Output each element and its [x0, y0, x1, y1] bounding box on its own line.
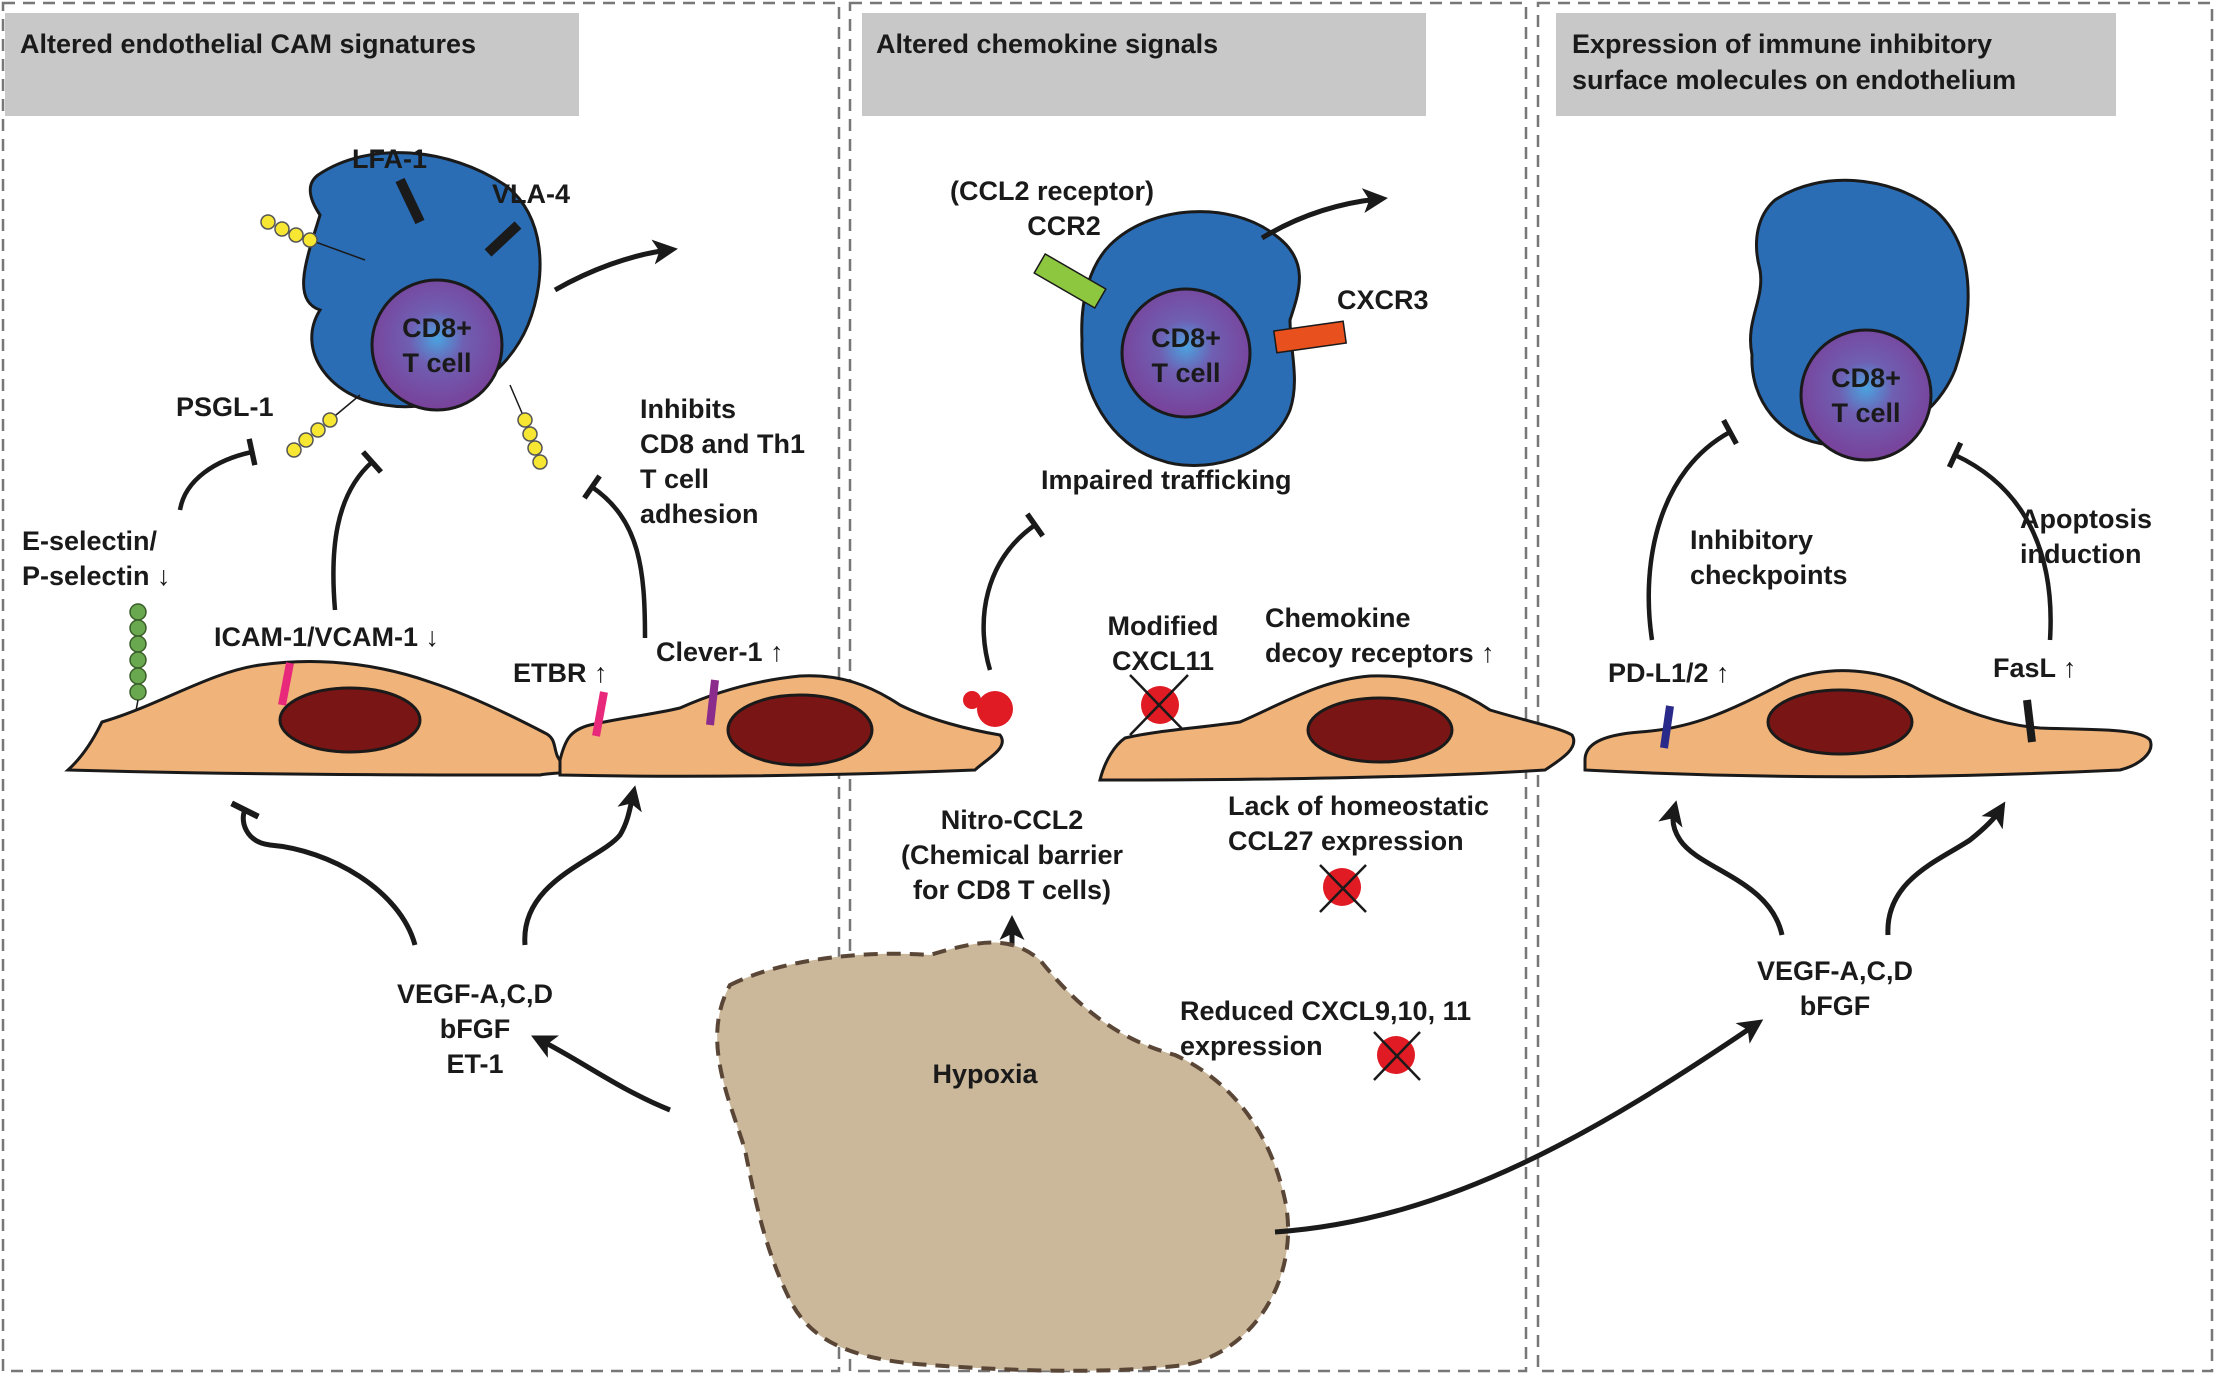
apoptosis-inhibition-tbar-icon [1946, 441, 2053, 641]
panel-3-header-bg [1556, 13, 2116, 116]
panel-3-frame [1536, 1, 2214, 1373]
psgl1-hexagon-chain-icon [260, 214, 318, 248]
psgl1-label: PSGL-1 [176, 392, 274, 422]
selectin-inhibition-tbar-icon [177, 438, 258, 511]
fasl-marker [2023, 699, 2036, 743]
panel-2-header-bg [862, 13, 1426, 116]
nitro-line-1: Nitro-CCL2 [941, 805, 1084, 835]
crossed-ccl27-icon [1319, 864, 1367, 913]
inhibits-line-3: T cell [640, 464, 709, 494]
cxcr3-receptor [1272, 320, 1348, 354]
lack-line-1: Lack of homeostatic [1228, 791, 1489, 821]
nitro-ccl2-chemokine-tip [963, 691, 981, 709]
vegf-left-line-1: VEGF-A,C,D [397, 979, 553, 1009]
decoy-line-2: decoy receptors ↑ [1265, 638, 1495, 668]
tcell-2-label-line-2: T cell [1151, 358, 1220, 388]
panel-3-title-line-2: surface molecules on endothelium [1572, 65, 2016, 95]
inhibits-line-4: adhesion [640, 499, 759, 529]
tcell-3-label-line-2: T cell [1831, 398, 1900, 428]
nitro-line-2: (Chemical barrier [901, 840, 1124, 870]
panel-3-title-line-1: Expression of immune inhibitory [1572, 29, 1992, 59]
reduced-line-1: Reduced CXCL9,10, 11 [1180, 996, 1471, 1026]
hypoxia-tumor [715, 940, 1291, 1373]
exit-arrow-icon-2 [1260, 188, 1388, 241]
cxcr3-label: CXCR3 [1337, 285, 1429, 315]
endothelial-nucleus-1 [278, 686, 422, 754]
panel-1-title: Altered endothelial CAM signatures [20, 29, 476, 59]
panel-1-header-bg [5, 13, 579, 116]
vegf-left-line-2: bFGF [440, 1014, 510, 1044]
vegf-inhibition-tbar-icon [230, 800, 418, 946]
checkpoint-inhibition-tbar-icon [1646, 418, 1739, 641]
crossed-cxcl9-icon [1373, 1031, 1421, 1081]
eselectin-label-line-2: P-selectin ↓ [22, 561, 171, 591]
nitro-line-3: for CD8 T cells) [913, 875, 1111, 905]
vla4-label: VLA-4 [492, 179, 570, 209]
lfa1-receptor [395, 177, 425, 225]
icam-inhibition-tbar-icon [331, 450, 384, 611]
inhibits-line-1: Inhibits [640, 394, 736, 424]
hypoxia-to-vegf-right-arrow-icon [1274, 1019, 1764, 1235]
tcell-3-label-line-1: CD8+ [1831, 363, 1901, 393]
pdl1-marker [1660, 705, 1674, 749]
icam-marker [278, 662, 294, 706]
icam-label: ICAM-1/VCAM-1 ↓ [214, 622, 439, 652]
inhibits-line-2: CD8 and Th1 [640, 429, 805, 459]
apoptosis-line-1: Apoptosis [2020, 504, 2152, 534]
vegf-left-line-3: ET-1 [446, 1049, 503, 1079]
lack-line-2: CCL27 expression [1228, 826, 1464, 856]
tcell-label-line-2: T cell [402, 348, 471, 378]
modified-line-1: Modified [1108, 611, 1219, 641]
decoy-line-1: Chemokine [1265, 603, 1411, 633]
pdl1-label: PD-L1/2 ↑ [1608, 658, 1730, 688]
tcell-label-line-1: CD8+ [402, 313, 472, 343]
vla4-receptor [484, 221, 522, 257]
tcell-2-label-line-1: CD8+ [1151, 323, 1221, 353]
psgl1-hexagon-chain-icon-2 [286, 412, 338, 458]
etbr-marker [592, 691, 608, 737]
modified-line-2: CXCL11 [1112, 646, 1214, 676]
crossed-cxcl11-icon [1129, 674, 1189, 736]
clever-marker [706, 679, 719, 726]
etbr-label: ETBR ↑ [513, 658, 608, 688]
vegf-right-arrow-icon-2 [1885, 801, 2006, 936]
inhibitory-line-2: checkpoints [1690, 560, 1848, 590]
panel-2-tcell: CD8+ T cell [1033, 210, 1348, 468]
fasl-label: FasL ↑ [1993, 653, 2077, 683]
lfa1-label: LFA-1 [352, 144, 427, 174]
clever-label: Clever-1 ↑ [656, 637, 784, 667]
hypoxia-label: Hypoxia [932, 1059, 1038, 1089]
tcell-nucleus-2 [1120, 287, 1252, 419]
panel-3-tcell: CD8+ T cell [1749, 178, 1970, 462]
vegf-right-line-1: VEGF-A,C,D [1757, 956, 1913, 986]
vegf-activation-arrow-icon [522, 785, 642, 946]
tcell-nucleus-3 [1799, 328, 1933, 462]
nitro-ccl2-chemokine [977, 691, 1013, 727]
impaired-inhibition-tbar-icon [981, 512, 1045, 671]
tcell-nucleus [370, 278, 504, 412]
clever-inhibition-tbar-icon [582, 474, 648, 639]
psgl1-hexagon-chain-icon-3 [517, 412, 548, 470]
endothelial-nucleus-3 [1306, 696, 1454, 764]
eselectin-label-line-1: E-selectin/ [22, 526, 158, 556]
ccr2-receptor [1033, 252, 1107, 310]
apoptosis-line-2: induction [2020, 539, 2141, 569]
hypoxia-to-vegf-left-arrow-icon [531, 1035, 671, 1113]
ccl2-receptor-line-1: (CCL2 receptor) [950, 176, 1154, 206]
reduced-line-2: expression [1180, 1031, 1323, 1061]
panel-1-tcell: CD8+ T cell [260, 151, 548, 470]
vegf-right-line-2: bFGF [1800, 991, 1870, 1021]
exit-arrow-icon [553, 239, 678, 293]
ccl2-receptor-line-2: CCR2 [1027, 211, 1101, 241]
selectin-hexagon-chain-icon [129, 603, 147, 701]
inhibitory-line-1: Inhibitory [1690, 525, 1813, 555]
vegf-right-arrow-icon-1 [1658, 800, 1785, 936]
endothelial-nucleus-2 [726, 693, 874, 767]
endothelial-nucleus-4 [1766, 688, 1914, 756]
panel-2-title: Altered chemokine signals [876, 29, 1218, 59]
impaired-label: Impaired trafficking [1041, 465, 1292, 495]
